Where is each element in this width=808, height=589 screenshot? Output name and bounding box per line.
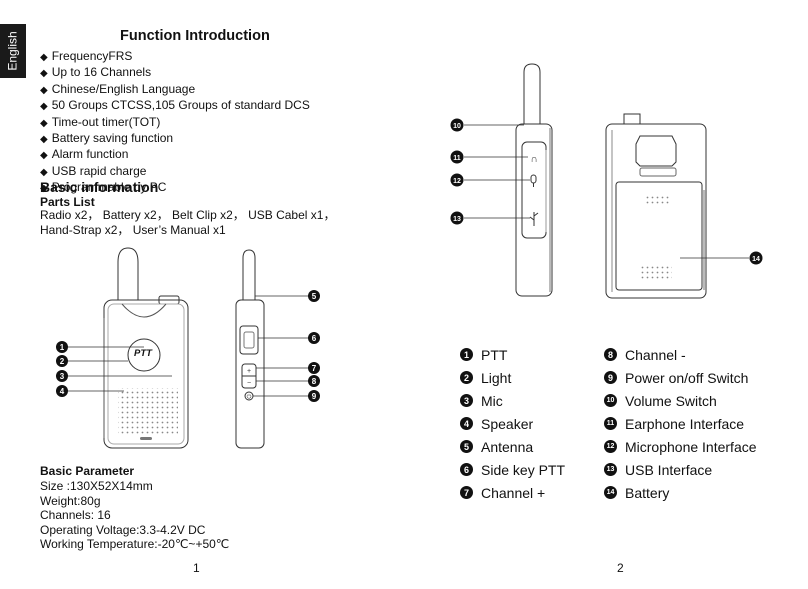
svg-text:6: 6 xyxy=(312,334,317,343)
microphone-icon xyxy=(530,174,537,184)
parts-list-heading: Parts List xyxy=(40,195,95,209)
param-item: Size :130X52X14mm xyxy=(40,479,153,493)
side-antenna xyxy=(242,249,256,300)
param-item: Working Temperature:-20℃~+50℃ xyxy=(40,537,230,552)
parts-list-text: Radio x2， Battery x2， Belt Clip x2， USB … xyxy=(40,208,336,237)
radio-front-view xyxy=(103,247,189,449)
feature-item: ◆FrequencyFRS xyxy=(40,49,133,63)
feature-item: ◆Battery saving function xyxy=(40,131,174,146)
svg-text:3: 3 xyxy=(60,372,65,381)
svg-text:−: − xyxy=(247,380,251,387)
front-antenna xyxy=(117,247,139,300)
diamond-bullet-icon: ◆ xyxy=(40,166,48,178)
function-intro-title: Function Introduction xyxy=(120,28,270,44)
belt-clip xyxy=(635,135,677,167)
svg-text:9: 9 xyxy=(312,392,317,401)
param-item: Weight:80g xyxy=(40,493,101,508)
diamond-bullet-icon: ◆ xyxy=(40,68,48,80)
side-body xyxy=(235,299,265,449)
feature-list: ◆FrequencyFRS ◆Up to 16 Channels ◆Chines… xyxy=(40,49,310,197)
svg-text:13: 13 xyxy=(453,216,461,223)
headphone-icon: ∩ xyxy=(530,154,537,165)
feature-item: ◆Chinese/English Language xyxy=(40,81,196,96)
param-item: Channels: 16 xyxy=(40,508,111,523)
radio-top-side-view: ∩ xyxy=(515,63,553,297)
feature-item: ◆Alarm function xyxy=(40,147,129,162)
svg-text:5: 5 xyxy=(312,292,317,301)
callout-lines xyxy=(68,124,749,397)
basic-info-heading: Basic information xyxy=(40,179,159,195)
page-number-1: 1 xyxy=(193,561,200,575)
radio-side-view: + − ⏻ xyxy=(235,249,265,449)
param-list: Size :130X52X14mm Weight:80g Channels: 1… xyxy=(40,479,229,552)
callout-markers: 1 2 3 4 5 6 7 8 9 10 11 12 13 14 xyxy=(56,118,763,402)
diamond-bullet-icon: ◆ xyxy=(40,101,48,113)
radio-back-view xyxy=(605,113,707,299)
svg-text:11: 11 xyxy=(453,155,461,162)
battery-cover xyxy=(615,181,703,291)
diamond-bullet-icon: ◆ xyxy=(40,150,48,162)
svg-text:10: 10 xyxy=(453,123,461,130)
language-tab: English xyxy=(0,24,26,78)
speaker-grille xyxy=(118,388,178,436)
feature-item: ◆USB rapid charge xyxy=(40,163,147,178)
top-side-body xyxy=(515,123,553,297)
diamond-bullet-icon: ◆ xyxy=(40,117,48,129)
svg-text:+: + xyxy=(247,368,251,375)
diamond-bullet-icon: ◆ xyxy=(40,183,48,195)
feature-item: ◆Programmable by PC xyxy=(40,180,167,195)
svg-text:14: 14 xyxy=(752,256,760,263)
side-ptt-key xyxy=(239,325,259,355)
back-body xyxy=(605,123,707,299)
diamond-bullet-icon: ◆ xyxy=(40,52,48,63)
svg-text:⏻: ⏻ xyxy=(247,394,252,401)
feature-item: ◆50 Groups CTCSS,105 Groups of standard … xyxy=(40,98,310,113)
svg-text:1: 1 xyxy=(60,343,65,352)
svg-text:8: 8 xyxy=(312,377,317,386)
svg-text:4: 4 xyxy=(60,387,65,396)
svg-text:12: 12 xyxy=(453,178,461,185)
svg-text:2: 2 xyxy=(60,357,65,366)
feature-item: ◆Up to 16 Channels xyxy=(40,65,152,80)
param-item: Operating Voltage:3.3-4.2V DC xyxy=(40,522,206,537)
feature-item: ◆Time-out timer(TOT) xyxy=(40,114,161,129)
basic-param-heading: Basic Parameter xyxy=(40,464,135,478)
diamond-bullet-icon: ◆ xyxy=(40,134,48,146)
diamond-bullet-icon: ◆ xyxy=(40,84,48,96)
svg-text:7: 7 xyxy=(312,364,317,373)
top-antenna xyxy=(523,63,541,124)
ptt-button-label: PTT xyxy=(134,348,152,359)
page-number-2: 2 xyxy=(617,561,624,575)
